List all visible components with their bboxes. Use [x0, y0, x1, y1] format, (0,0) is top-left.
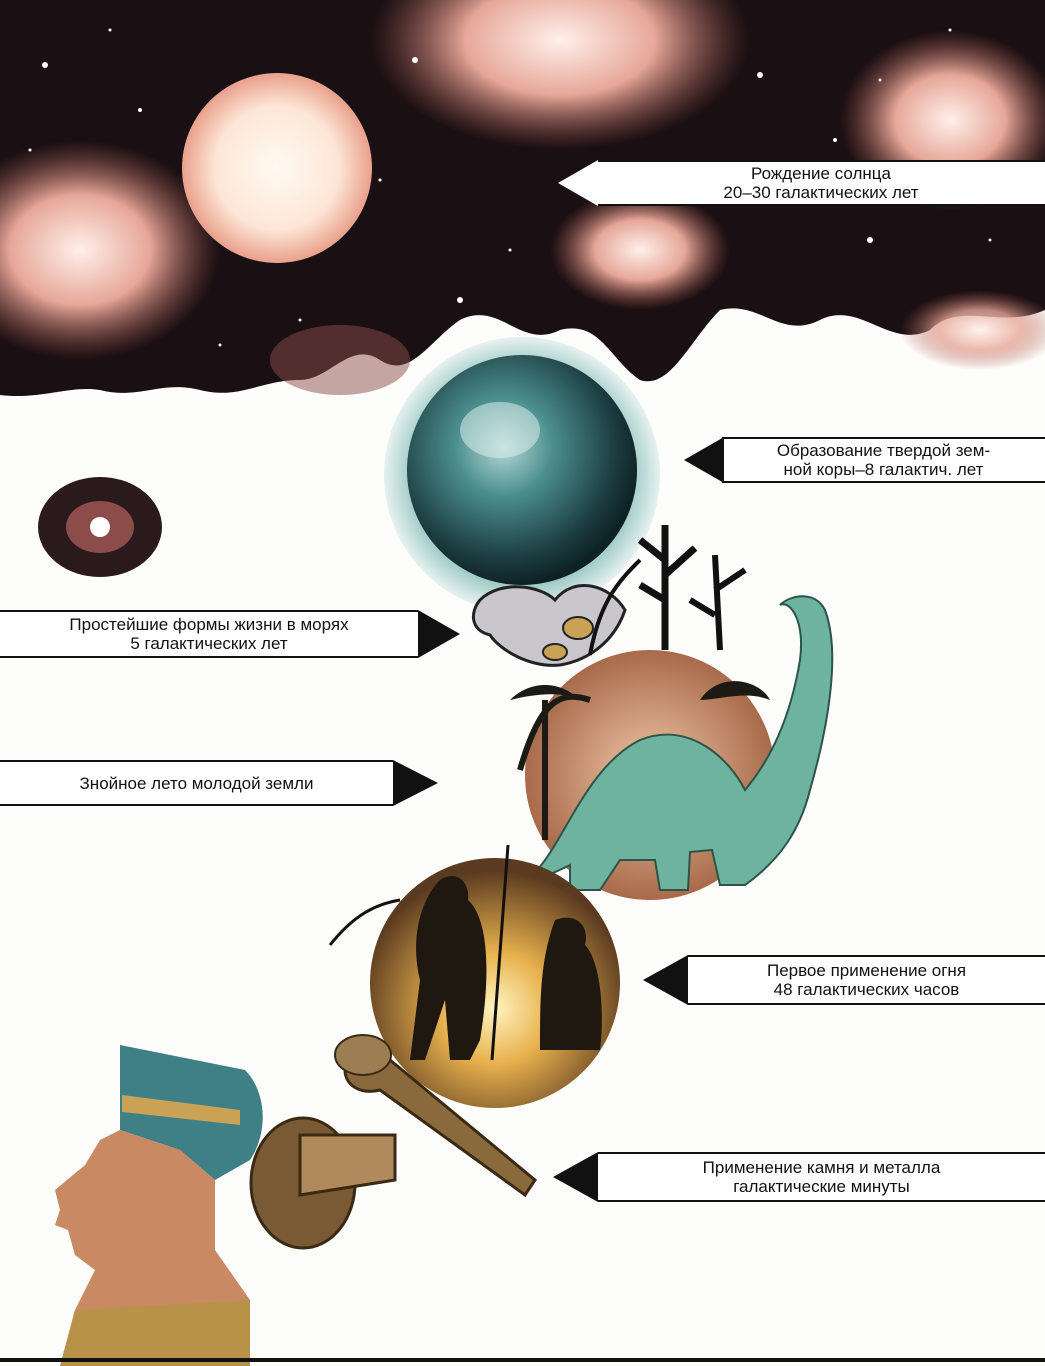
label-simple-life-line2: 5 галактических лет	[0, 634, 418, 653]
label-fire: Первое применение огня 48 галактических …	[688, 955, 1045, 1005]
nefertiti-bust-illustration	[55, 1045, 263, 1366]
label-fire-line1: Первое применение огня	[688, 961, 1045, 980]
label-simple-life-line1: Простейшие формы жизни в морях	[0, 615, 418, 634]
sun-illustration	[182, 73, 372, 263]
arrow-right-icon	[393, 760, 438, 806]
label-hot-summer: Знойное лето молодой земли	[0, 760, 393, 806]
arrow-right-icon	[418, 610, 460, 658]
bottom-rule	[0, 1358, 1045, 1362]
small-star-cluster	[38, 477, 162, 577]
label-sun-birth-line2: 20–30 галактических лет	[597, 183, 1045, 202]
label-stone-metal-line2: галактические минуты	[598, 1177, 1045, 1196]
label-stone-metal: Применение камня и металла галактические…	[598, 1152, 1045, 1202]
arrow-left-icon	[684, 437, 724, 483]
planet-illustration	[384, 337, 660, 613]
arrow-left-icon	[553, 1152, 598, 1202]
label-hot-summer-line1: Знойное лето молодой земли	[0, 774, 393, 793]
label-sun-birth: Рождение солнца 20–30 галактических лет	[597, 160, 1045, 206]
arrow-left-icon	[643, 955, 688, 1005]
label-simple-life: Простейшие формы жизни в морях 5 галакти…	[0, 610, 418, 658]
label-crust: Образование твердой зем- ной коры–8 гала…	[722, 437, 1045, 483]
label-crust-line1: Образование твердой зем-	[722, 441, 1045, 460]
label-crust-line2: ной коры–8 галактич. лет	[722, 460, 1045, 479]
label-fire-line2: 48 галактических часов	[688, 980, 1045, 999]
label-stone-metal-line1: Применение камня и металла	[598, 1158, 1045, 1177]
arrow-left-icon	[558, 160, 598, 206]
label-sun-birth-line1: Рождение солнца	[597, 164, 1045, 183]
